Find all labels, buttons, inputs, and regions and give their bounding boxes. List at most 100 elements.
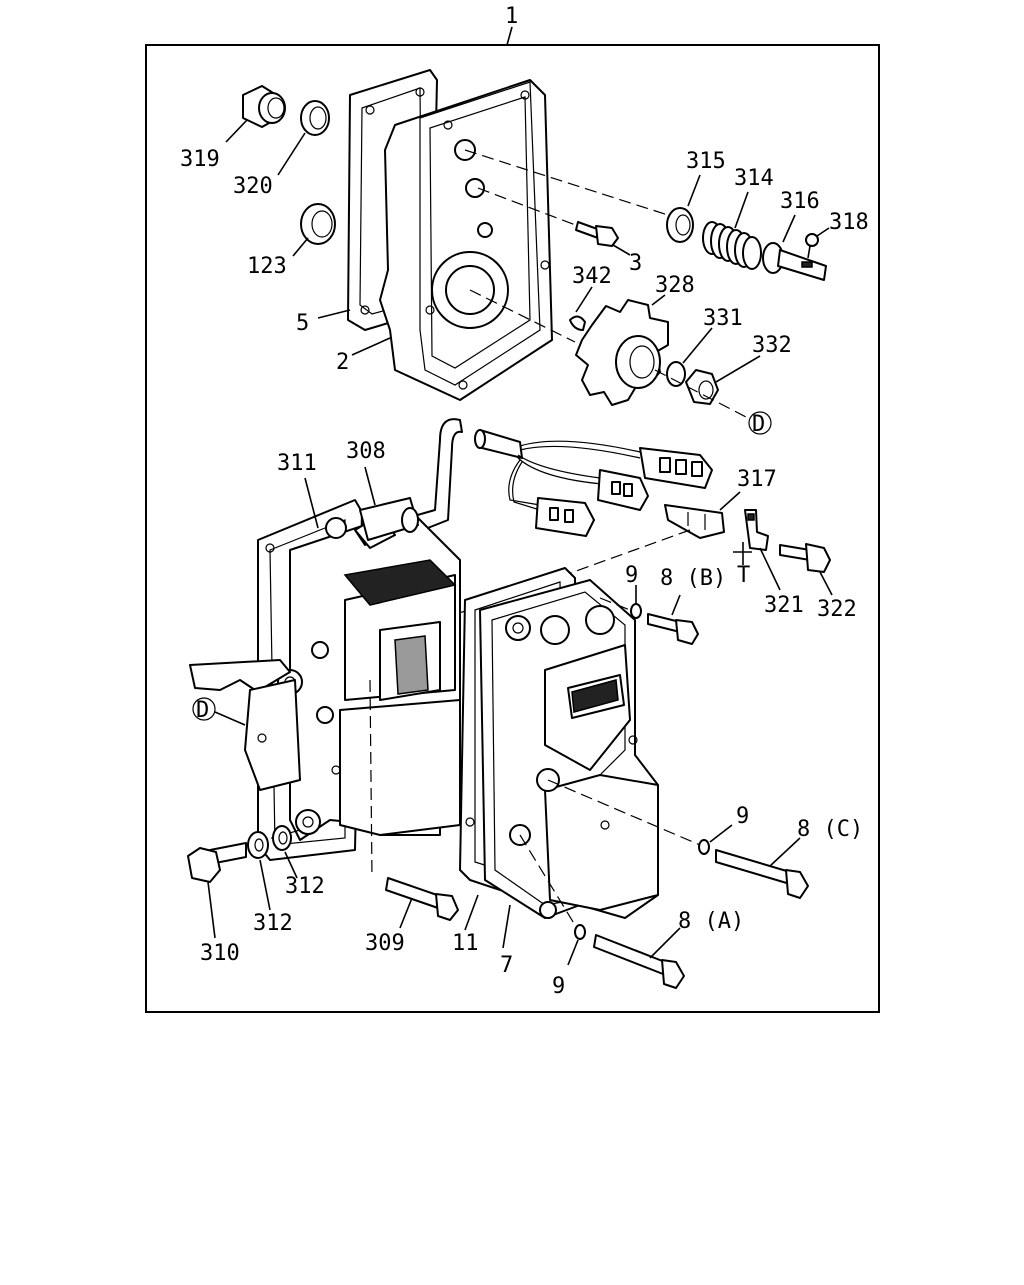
- callout-circle-D2: [192, 697, 216, 721]
- housing-2: [379, 79, 553, 401]
- leader-314: [734, 191, 749, 229]
- label-319: 319: [180, 147, 220, 172]
- label-309: 309: [365, 931, 405, 956]
- leader-312b: [259, 859, 271, 911]
- callout-circle-D1: [748, 411, 772, 435]
- label-331: 331: [703, 306, 743, 331]
- leader-8C: [769, 837, 801, 867]
- label-312b: 312: [253, 911, 293, 936]
- centerline-8B: [599, 597, 631, 611]
- leader-342: [575, 286, 593, 313]
- leader-331: [682, 327, 713, 364]
- label-11: 11: [452, 931, 479, 956]
- leader-8A: [649, 927, 681, 959]
- label-322: 322: [817, 597, 857, 622]
- label-D1: D: [752, 412, 765, 437]
- leader-312a: [284, 851, 298, 879]
- label-9b: 9: [736, 804, 749, 829]
- label-T: T: [737, 563, 750, 588]
- centerline-328: [469, 289, 576, 343]
- leader-317: [719, 491, 741, 511]
- cover-7: [465, 579, 659, 919]
- spring-seat-316: [762, 242, 827, 281]
- leader-2: [351, 337, 391, 356]
- label-317: 317: [737, 467, 777, 492]
- centerline-8C: [547, 779, 701, 846]
- label-9a: 9: [625, 563, 638, 588]
- leader-320: [277, 132, 306, 176]
- washer-9c: [574, 924, 586, 940]
- leader-1: [506, 26, 513, 46]
- label-312a: 312: [285, 874, 325, 899]
- leader-318: [816, 227, 830, 237]
- centerline-8A: [519, 834, 579, 931]
- label-321: 321: [764, 593, 804, 618]
- label-8B: 8 (B): [660, 566, 726, 591]
- label-310: 310: [200, 941, 240, 966]
- label-8A: 8 (A): [678, 909, 744, 934]
- label-316: 316: [780, 189, 820, 214]
- leader-D2: [214, 711, 246, 726]
- leader-309: [399, 897, 413, 929]
- spring-314: [702, 221, 762, 270]
- plug-319: [242, 85, 286, 128]
- washer-9b: [698, 839, 710, 855]
- label-328: 328: [655, 273, 695, 298]
- leader-5: [317, 309, 351, 319]
- bolt-8C: [715, 849, 809, 899]
- leader-322: [819, 571, 833, 596]
- label-342: 342: [572, 264, 612, 289]
- centerline-309: [369, 679, 373, 879]
- leader-319: [225, 119, 248, 143]
- washer-312b: [247, 831, 269, 859]
- wire-harness: [399, 418, 713, 537]
- leader-308: [364, 466, 376, 506]
- leader-11: [464, 894, 479, 931]
- bolt-8A: [593, 934, 685, 989]
- label-7: 7: [500, 953, 513, 978]
- leader-123: [292, 237, 309, 257]
- bolt-8B: [647, 613, 699, 645]
- label-D2: D: [196, 698, 209, 723]
- label-3: 3: [629, 251, 642, 276]
- bracket-317: [664, 504, 725, 539]
- leader-7: [502, 904, 511, 949]
- nut-332: [685, 369, 719, 405]
- label-1: 1: [505, 4, 518, 29]
- label-332: 332: [752, 333, 792, 358]
- actuator-body: [189, 509, 461, 841]
- label-318: 318: [829, 210, 869, 235]
- bolt-3: [575, 221, 619, 247]
- washer-320: [300, 100, 330, 136]
- label-314: 314: [734, 166, 774, 191]
- label-315: 315: [686, 149, 726, 174]
- leader-8B: [671, 594, 681, 616]
- label-5: 5: [296, 311, 309, 336]
- label-320: 320: [233, 174, 273, 199]
- diagram-frame: [145, 44, 880, 1013]
- key-342: [569, 315, 586, 331]
- leader-332: [715, 355, 761, 383]
- leader-3: [612, 244, 631, 256]
- label-123: 123: [247, 254, 287, 279]
- washer-312a: [272, 825, 292, 851]
- washer-331: [666, 361, 686, 387]
- ring-315: [666, 207, 694, 243]
- leader-316: [782, 214, 796, 243]
- label-308: 308: [346, 439, 386, 464]
- label-2: 2: [336, 350, 349, 375]
- connector-308: [359, 497, 419, 541]
- label-311: 311: [277, 451, 317, 476]
- seal-123: [300, 203, 336, 245]
- leader-9c: [567, 939, 579, 966]
- leader-310: [207, 881, 216, 939]
- leader-9b: [709, 824, 733, 843]
- bolt-310: [187, 842, 247, 883]
- leader-328: [651, 294, 666, 306]
- leader-315: [687, 174, 701, 207]
- washer-9a: [630, 603, 642, 619]
- leader-321: [759, 547, 781, 591]
- rotor-328: [575, 299, 669, 406]
